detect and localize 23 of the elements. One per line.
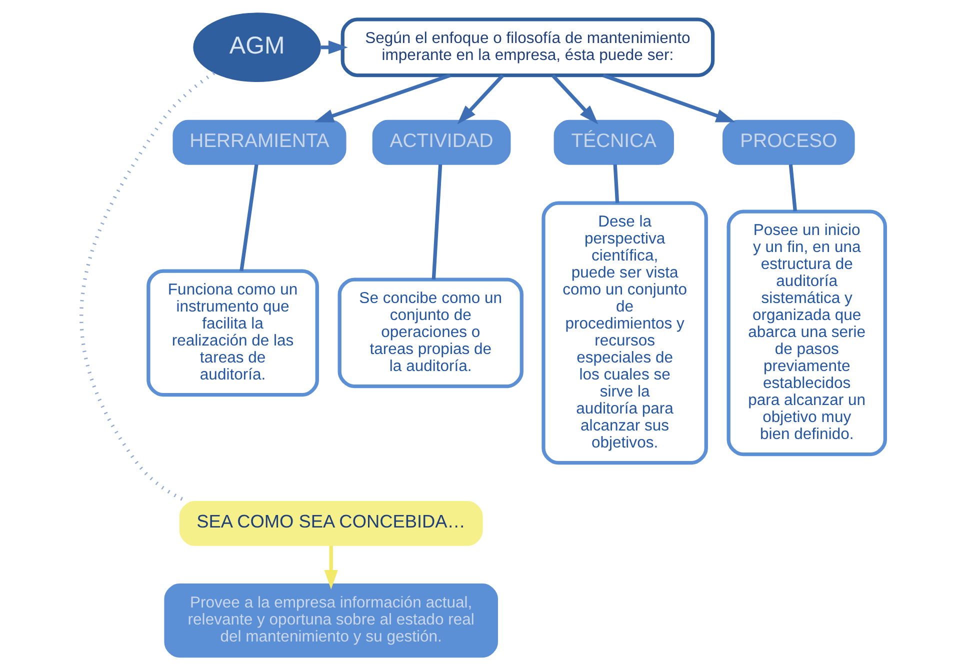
connector [432,164,442,280]
node-box: TÉCNICA [554,120,674,165]
arrow [457,74,504,124]
arrow [324,546,338,590]
connector [80,71,215,504]
arrow [321,40,348,54]
node-box: Se concibe como un conjunto de operaciones o tareas propias de la auditoría. [338,278,524,388]
node-box: Según el enfoque o filosofía de mantenimiento imperante en la empresa, ésta puede ser: [340,18,715,78]
node-box: SEA COMO SEA CONCEBIDA… [179,501,483,546]
arrow [602,74,736,122]
node-box: PROCESO [722,120,855,165]
node-box: Posee un inicio y un fin, en una estructura de auditoría sistemática y organizada que abarca una serie de pasos previamente establecidos para alcanzar un objetivo muy bien definido. [726,210,887,456]
node-box: Funciona como un instrumento que facilita la realización de las tareas de auditoría. [146,269,319,397]
arrow [551,74,598,124]
connector [788,164,798,212]
node-ellipse: AGM [193,12,321,82]
node-box: Provee a la empresa información actual, relevante y oportuna sobre al estado real del mantenimiento y su gestión. [164,584,498,658]
arrow [314,74,451,122]
connector [240,164,258,272]
connector [613,164,620,204]
node-box: HERRAMIENTA [172,120,346,165]
node-box: Dese la perspectiva científica, puede ser vista como un conjunto de procedimientos y recursos especiales de los cuales se sirve la auditoría para alcanzar sus objetivos. [542,201,708,465]
node-box: ACTIVIDAD [372,120,511,165]
